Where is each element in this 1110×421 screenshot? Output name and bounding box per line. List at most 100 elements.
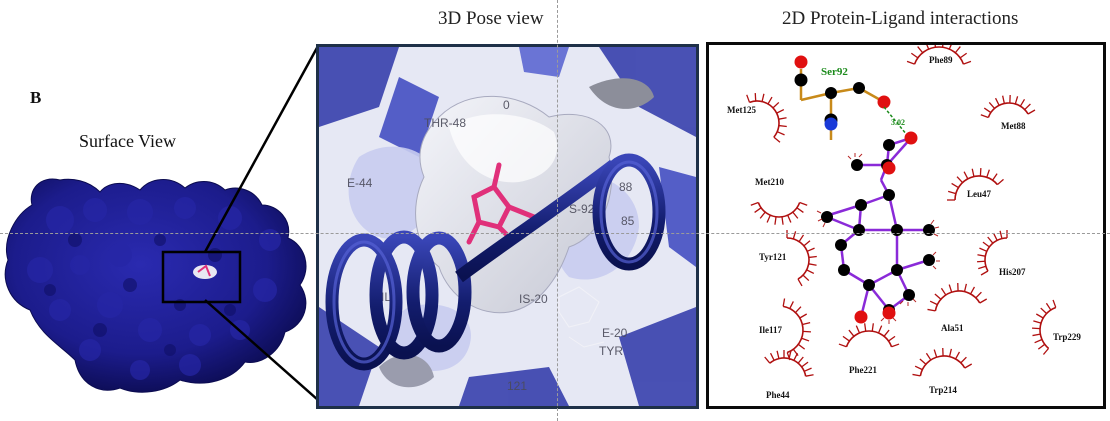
pose-residue-label: 85 xyxy=(621,214,635,228)
hydrophobic-spoke xyxy=(855,325,861,334)
hydrophobic-residue-ala51: Ala51 xyxy=(927,282,988,333)
hydrophobic-spoke xyxy=(964,363,973,369)
hydrophobic-spoke xyxy=(959,52,968,59)
hydrophobic-spoke xyxy=(941,45,944,48)
hbond-distance: 3.02 xyxy=(891,118,905,127)
hydrophobic-spoke xyxy=(864,323,867,332)
hydrophobic-spoke xyxy=(877,325,883,334)
hydrophobic-spoke xyxy=(994,97,1000,106)
hydrophobic-spoke xyxy=(781,216,784,225)
hydrophobic-spoke xyxy=(987,236,994,244)
pose-residue-label: 88 xyxy=(619,180,633,194)
hydrophobic-spoke xyxy=(963,60,972,65)
hydrophobic-arc xyxy=(919,355,966,376)
hydrophobic-spoke xyxy=(805,374,814,377)
interactions-title: 2D Protein-Ligand interactions xyxy=(782,8,1019,29)
hydrophobic-spoke xyxy=(1027,109,1036,115)
hydrophobic-spoke xyxy=(926,45,930,50)
hydrophobic-spoke xyxy=(992,232,998,241)
hydrophobic-spoke xyxy=(1037,343,1046,350)
hydrophobic-spoke xyxy=(797,356,804,364)
hydrophobic-residue-met210: Met210 xyxy=(750,177,808,225)
hydrophobic-residue-label: Ala51 xyxy=(941,323,964,333)
guide-line-horizontal xyxy=(0,233,1110,234)
hydrophobic-spoke xyxy=(979,298,988,304)
hydrophobic-arc xyxy=(984,237,1008,272)
hydrophobic-spoke xyxy=(919,358,927,365)
hydrophobic-spoke xyxy=(925,352,932,361)
hydrophobic-spoke xyxy=(954,46,961,54)
hydrophobic-spoke xyxy=(934,293,942,300)
hydrophobic-spoke xyxy=(776,131,785,136)
hydrophobic-spoke xyxy=(774,216,777,225)
hydrophobic-spoke xyxy=(963,171,969,180)
hydrophobic-arc xyxy=(934,290,981,311)
guide-line-vertical xyxy=(557,0,558,421)
hydrophobic-spoke xyxy=(948,348,953,357)
hydrophobic-residue-label: Met88 xyxy=(1001,121,1026,131)
hydrophobic-residue-trp214: Trp214 xyxy=(912,347,973,395)
hydrophobic-residue-label: Phe44 xyxy=(766,390,790,400)
hydrophobic-spoke xyxy=(787,214,792,223)
hydrophobic-spoke xyxy=(971,168,975,177)
hydrophobic-spoke xyxy=(992,173,998,181)
pose-residue-label: E-20 xyxy=(602,326,628,340)
hydrophobic-spoke xyxy=(871,323,874,332)
pose-residue-label: E-44 xyxy=(347,176,373,190)
hydrophobic-spoke xyxy=(782,298,786,307)
hydrophobic-residue-met88: Met88 xyxy=(980,94,1036,131)
hydrophobic-spoke xyxy=(842,335,850,342)
hydrophobic-spoke xyxy=(1033,320,1042,324)
hydrophobic-spoke xyxy=(933,349,938,358)
hydrophobic-spoke xyxy=(934,45,937,48)
hydrophobic-arc xyxy=(913,46,965,65)
hydrophobic-residue-label: Trp229 xyxy=(1053,332,1081,342)
hydrophobic-spoke xyxy=(799,313,808,319)
hydrophobic-spoke xyxy=(778,117,787,120)
hydrophobic-spoke xyxy=(978,265,987,270)
hydrophobic-arc xyxy=(783,305,804,354)
pocket-highlight-box xyxy=(161,250,242,304)
hydrophobic-spoke xyxy=(788,350,792,359)
hydrophobic-spoke xyxy=(888,335,896,342)
hydrophobic-residue-ile117: Ile117 xyxy=(759,298,811,361)
hydrophobic-spoke xyxy=(1014,96,1019,105)
pose-residue-label: 121 xyxy=(507,379,527,393)
hydrophobic-spoke xyxy=(803,367,812,372)
hydrophobic-spoke xyxy=(1019,98,1026,107)
hydrophobic-spoke xyxy=(955,351,961,360)
hydrophobic-spoke xyxy=(764,356,771,364)
hydrophobic-residue-leu47: Leu47 xyxy=(947,168,1004,201)
hydrophobic-spoke xyxy=(797,278,803,287)
hydrophobic-residue-trp229: Trp229 xyxy=(1032,299,1081,355)
hydrophobic-spoke xyxy=(1002,95,1005,104)
hydrophobic-residue-label: Met125 xyxy=(727,105,756,115)
hydrophobic-spoke xyxy=(793,352,799,361)
hydrophobic-spoke xyxy=(988,101,996,109)
hydrophobic-spoke xyxy=(929,300,938,306)
hydrophobic-spoke xyxy=(806,269,815,275)
hydrophobic-spoke xyxy=(769,352,775,361)
hydrophobic-spoke xyxy=(983,107,992,114)
hydrophobic-spoke xyxy=(1034,338,1043,344)
interactions-panel: Ser92 3.02 xyxy=(706,42,1106,409)
hydrophobic-spoke xyxy=(980,270,989,276)
hydrophobic-spoke xyxy=(940,287,947,296)
hydrophobic-spoke xyxy=(906,60,915,65)
hydrogen-bond xyxy=(883,106,908,136)
hydrophobic-spoke xyxy=(802,274,810,282)
protein-surface xyxy=(4,178,307,393)
hydrophobic-spoke xyxy=(980,114,989,119)
hydrophobic-spoke xyxy=(1042,347,1050,355)
hydrophobic-spoke xyxy=(1040,307,1047,315)
hydrophobic-spoke xyxy=(914,365,923,371)
hydrophobic-spoke xyxy=(776,350,780,359)
hydrophobic-spoke xyxy=(979,247,988,252)
hydrophobic-arc xyxy=(749,100,780,138)
hbond-residue-label: Ser92 xyxy=(821,66,848,78)
hydrophobic-residue-his207: His207 xyxy=(977,230,1026,277)
hydrophobic-arc xyxy=(757,202,801,218)
hydrophobic-spoke xyxy=(789,301,794,309)
hydrophobic-spoke xyxy=(1024,103,1031,111)
hydrophobic-spoke xyxy=(986,169,990,178)
